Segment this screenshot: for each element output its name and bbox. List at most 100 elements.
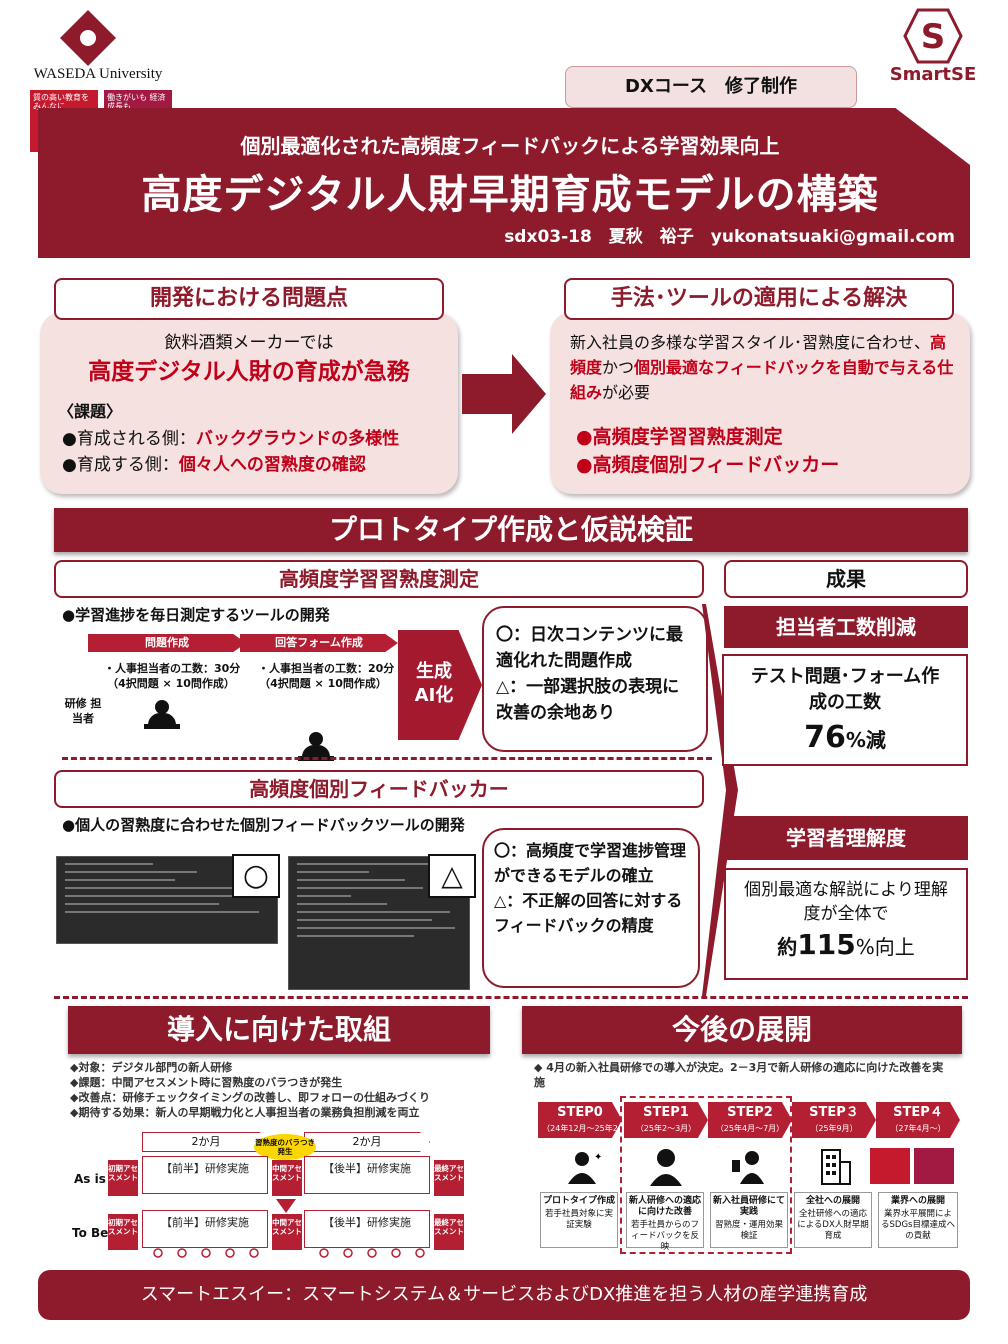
step-0-card: プロトタイプ作成若手社員対象に実証実験 [540, 1192, 618, 1248]
issue-2-text: 個々人への習熟度の確認 [178, 455, 366, 475]
result-1-unit: %減 [845, 728, 886, 752]
eval-1-issue: △：一部選択肢の表現に改善の余地あり [496, 677, 680, 723]
tobe-mid-assessment: 中間アセスメント [272, 1214, 302, 1250]
tobe-initial-assessment: 初期アセスメント [108, 1214, 138, 1250]
step-4-period: （27年4月〜） [890, 1124, 946, 1133]
step-0-period: （24年12月〜25年2月） [542, 1124, 618, 1149]
result-2-prefix: 約 [777, 935, 798, 959]
footer-text: スマートエスイー：スマートシステム＆サービスおよびDX推進を担う人材の産学連携育… [140, 1284, 868, 1305]
tobe-first-half: 【前半】研修実施 [142, 1210, 268, 1248]
step-2-name: STEP2 [727, 1105, 773, 1120]
solution-text-4: 個別最適なフィードバックを自動で与える仕組み [570, 358, 954, 402]
step-2-title: 新入社員研修にて実践 [713, 1196, 786, 1217]
measure-heading: 高頻度学習習熟度測定 [54, 560, 704, 598]
asis-label: As is [74, 1172, 106, 1186]
feedback-heading: 高頻度個別フィードバッカー [54, 770, 704, 808]
solution-text-1: 新入社員の多様な学習スタイル･習熟度に合わせ、 [570, 333, 931, 352]
footer-bar: スマートエスイー：スマートシステム＆サービスおよびDX推進を担う人材の産学連携育… [38, 1270, 970, 1320]
issue-1: ●育成される側：バックグラウンドの多様性 [62, 424, 399, 449]
smartse-emblem-icon: S [903, 8, 963, 64]
actor-label: 研修 担当者 [64, 697, 102, 725]
trainer-icon [730, 1150, 770, 1188]
result-1-number: 76 [804, 720, 846, 755]
solution-text-2: 高頻度 [570, 333, 947, 377]
step-1-2-highlight [620, 1096, 792, 1254]
timeline-span-1: 2か月 [142, 1132, 270, 1152]
arrow-right-icon [462, 352, 548, 436]
step-0-desc: 若手社員対象に実証実験 [544, 1209, 613, 1230]
svg-text:S: S [921, 17, 946, 57]
issue-label: 〈課題〉 [58, 402, 123, 421]
author-line: sdx03-18 夏秋 裕子 yukonatsuaki@gmail.com [504, 227, 955, 247]
course-badge: DXコース 修了制作 [565, 66, 857, 108]
merge-arrow [702, 604, 738, 1004]
solution-text-3: かつ [602, 358, 635, 377]
smartse-logo: S SmartSE [868, 8, 998, 85]
person-at-desk-icon [144, 700, 180, 732]
asis-first-half: 【前半】研修実施 [142, 1156, 268, 1194]
genai-label: 生成AI化 [414, 661, 454, 706]
step-1-title: 新人研修への適応に向けた改善 [629, 1196, 702, 1217]
adoption-heading: 導入に向けた取組 [68, 1006, 490, 1054]
tobe-second-half: 【後半】研修実施 [304, 1210, 430, 1248]
timeline-span-2-label: 2か月 [352, 1135, 382, 1148]
mark-fair: △ [428, 854, 476, 898]
result-1-value: 76%減 [724, 720, 966, 755]
timeline-span-1-label: 2か月 [191, 1135, 221, 1148]
solution-point-1: ●高頻度学習習熟度測定 [576, 426, 783, 448]
result-2-box: 個別最適な解説により理解度が全体で 約115%向上 [724, 868, 968, 980]
step-4-card: 業界への展開業界水平展開によるSDGs目標達成への貢献 [878, 1192, 958, 1248]
step-2-period: （25年4月〜7月） [715, 1124, 785, 1133]
step-1-card: 新人研修への適応に向けた改善若手社員からのフィードバックを反映 [626, 1192, 704, 1252]
title-banner [38, 108, 970, 258]
solution-point-2: ●高頻度個別フィードバッカー [576, 454, 840, 476]
timeline-span-2: 2か月 [304, 1132, 430, 1152]
adoption-bullet-3: ◆改善点：研修チェックタイミングの改善し、即フォローの仕組みづくり [70, 1091, 431, 1104]
mark-good: ○ [232, 854, 280, 898]
waseda-emblem-icon [60, 10, 116, 66]
result-2-unit: %向上 [855, 935, 915, 959]
result-2-text: 個別最適な解説により理解度が全体で [744, 880, 948, 924]
page-title: 高度デジタル人財早期育成モデルの構築 [141, 172, 879, 218]
down-arrow-icon [268, 1198, 304, 1213]
step-0-title: プロトタイプ作成 [543, 1196, 616, 1206]
step-3-head: STEP３ （25年9月） [792, 1102, 876, 1138]
step-3-name: STEP３ [809, 1105, 859, 1120]
step-3-title: 全社への展開 [805, 1196, 860, 1206]
adoption-bullets: ◆対象：デジタル部門の新人研修 ◆課題：中間アセスメント時に習熟度のバラつきが発… [70, 1060, 430, 1120]
step-0-name: STEP0 [557, 1105, 603, 1120]
divider-dashed [62, 757, 712, 760]
measure-bullet: ●学習進捗を毎日測定するツールの開発 [62, 606, 330, 624]
step-form-note-2: （4択問題 × 10問作成） [259, 677, 387, 690]
svg-text:✦: ✦ [594, 1152, 602, 1163]
step-form: 回答フォーム作成 [240, 634, 398, 652]
subtitle: 個別最適化された高頻度フィードバックによる学習効果向上 [240, 134, 780, 158]
problem-heading: 開発における問題点 [54, 278, 444, 320]
adoption-bullet-4: ◆期待する効果：新人の早期戦力化と人事担当者の業務負担削減を両立 [70, 1106, 420, 1119]
step-1-name: STEP1 [643, 1105, 689, 1120]
problem-context: 飲料酒類メーカーでは [164, 333, 334, 353]
people-group-icon: ✦ [562, 1150, 602, 1188]
eval-box-1: 〇：日次コンテンツに最適化れた問題作成 △：一部選択肢の表現に改善の余地あり [482, 606, 708, 752]
results-heading: 成果 [724, 560, 968, 598]
asis-second-half: 【後半】研修実施 [304, 1156, 430, 1194]
eval-2-issue: △：不正解の回答に対するフィードバックの精度 [494, 891, 683, 935]
step-1-period: （25年2〜3月） [635, 1124, 697, 1133]
feedback-bullet: ●個人の習熟度に合わせた個別フィードバックツールの開発 [62, 816, 465, 834]
tobe-label: To Be [72, 1226, 109, 1240]
sdg8-label: 働きがいも 経済成長も [107, 93, 166, 111]
step-question-note-1: ・人事担当者の工数：30分 [104, 662, 241, 675]
issue-1-text: バックグラウンドの多様性 [195, 429, 400, 449]
divider-dashed [54, 996, 968, 999]
step-3-period: （25年9月） [810, 1124, 858, 1133]
tobe-final-assessment: 最終アセスメント [434, 1214, 464, 1250]
asis-final-assessment: 最終アセスメント [434, 1160, 464, 1196]
step-4-head: STEP４（27年4月〜） [876, 1102, 960, 1138]
step-form-note-1: ・人事担当者の工数：20分 [258, 662, 395, 675]
step-1-desc: 若手社員からのフィードバックを反映 [630, 1220, 699, 1252]
prototype-heading: プロトタイプ作成と仮説検証 [54, 508, 968, 552]
brand-name: SmartSE [889, 64, 977, 85]
asis-mid-assessment: 中間アセスメント [272, 1160, 302, 1196]
step-0-head: STEP0（24年12月〜25年2月） [538, 1102, 622, 1138]
result-1-heading: 担当者工数削減 [724, 606, 968, 648]
